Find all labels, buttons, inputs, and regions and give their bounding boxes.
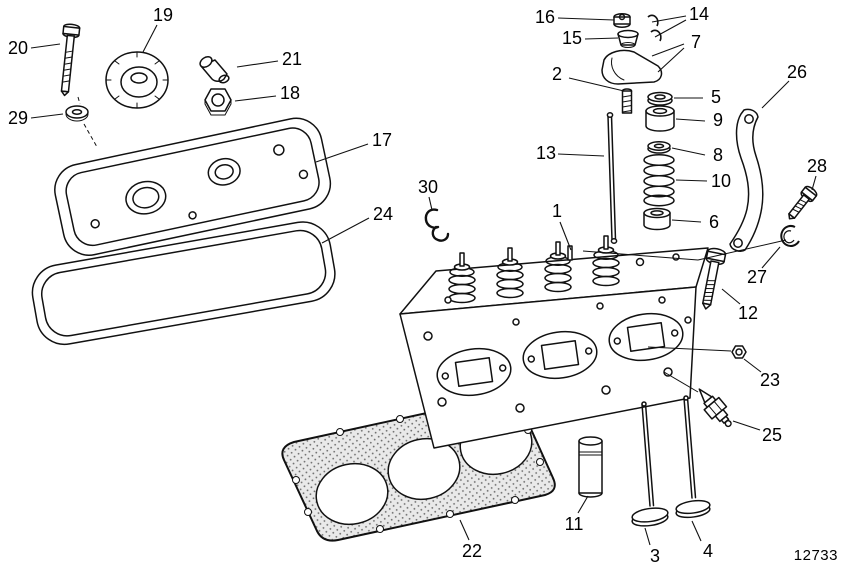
leader-line-24 bbox=[321, 217, 370, 244]
callout-label-29: 29 bbox=[8, 108, 28, 128]
leader-line-22 bbox=[459, 519, 470, 541]
callout-label-4: 4 bbox=[703, 541, 713, 561]
leader-line-26 bbox=[761, 80, 790, 109]
leader-line-1 bbox=[559, 221, 572, 251]
callout-label-25: 25 bbox=[762, 425, 782, 445]
callout-layer: 2029192118172430161514725981061312628271… bbox=[8, 4, 827, 566]
leader-line-20 bbox=[30, 43, 61, 49]
callout-label-12: 12 bbox=[738, 303, 758, 323]
leader-line-10 bbox=[675, 179, 708, 182]
clip-30 bbox=[424, 208, 450, 242]
leader-line-14 bbox=[651, 15, 687, 23]
bolt-20 bbox=[60, 23, 81, 97]
sensor-25 bbox=[698, 388, 732, 428]
callout-label-27: 27 bbox=[747, 267, 767, 287]
leader-line-6 bbox=[671, 219, 702, 223]
leader-line-2 bbox=[568, 77, 625, 92]
leader-line-13 bbox=[557, 153, 605, 157]
valve-spring-10 bbox=[643, 154, 675, 207]
oil-fill-cap-19 bbox=[105, 51, 169, 109]
callout-label-26: 26 bbox=[787, 62, 807, 82]
spring-seat-6 bbox=[643, 207, 671, 231]
elbow-fitting-21 bbox=[199, 56, 230, 84]
clip-27 bbox=[780, 224, 800, 247]
callout-label-24: 24 bbox=[373, 204, 393, 224]
callout-label-3: 3 bbox=[650, 546, 660, 566]
leader-line-4 bbox=[691, 520, 702, 542]
cylinder-head bbox=[399, 235, 709, 449]
leader-line-19 bbox=[142, 24, 158, 53]
callout-label-8: 8 bbox=[713, 145, 723, 165]
callout-label-23: 23 bbox=[760, 370, 780, 390]
leader-line-8 bbox=[671, 147, 706, 156]
leader-line-15 bbox=[584, 37, 619, 40]
leader-line-21 bbox=[236, 60, 279, 68]
callout-label-11: 11 bbox=[565, 514, 584, 534]
callout-label-7: 7 bbox=[691, 32, 701, 52]
callout-label-19: 19 bbox=[153, 5, 173, 25]
valve-cover bbox=[54, 117, 332, 256]
leader-line-30 bbox=[428, 196, 433, 211]
valve-3 bbox=[631, 401, 669, 527]
rocker-stud-2 bbox=[621, 88, 633, 114]
callout-label-15: 15 bbox=[562, 28, 582, 48]
leader-line-9 bbox=[675, 118, 706, 122]
rocker-arm-7 bbox=[601, 49, 663, 85]
callout-label-28: 28 bbox=[807, 156, 827, 176]
callout-label-10: 10 bbox=[711, 171, 731, 191]
bracket-26 bbox=[729, 108, 764, 252]
valve-keepers-14 bbox=[647, 14, 662, 42]
callout-label-20: 20 bbox=[8, 38, 28, 58]
callout-label-14: 14 bbox=[689, 4, 709, 24]
callout-label-30: 30 bbox=[418, 177, 438, 197]
leader-line-3 bbox=[644, 527, 651, 546]
callout-label-1: 1 bbox=[552, 201, 562, 221]
push-rod bbox=[606, 112, 618, 244]
callout-label-17: 17 bbox=[372, 130, 392, 150]
spring-cap-15 bbox=[617, 29, 639, 48]
valve-stem-nut-16 bbox=[613, 13, 631, 28]
figure-number: 12733 bbox=[793, 547, 838, 564]
leader-line-27 bbox=[761, 246, 781, 269]
callout-label-16: 16 bbox=[535, 7, 555, 27]
leader-line-17 bbox=[315, 143, 369, 163]
leader-line-25 bbox=[732, 420, 761, 431]
callout-label-22: 22 bbox=[462, 541, 482, 561]
callout-label-21: 21 bbox=[282, 49, 302, 69]
callout-label-5: 5 bbox=[711, 87, 721, 107]
leader-line-12 bbox=[721, 288, 741, 305]
callout-label-6: 6 bbox=[709, 212, 719, 232]
leader-line-11 bbox=[577, 495, 589, 514]
callout-label-13: 13 bbox=[536, 143, 556, 163]
leader-line-28 bbox=[811, 175, 817, 191]
nut-18 bbox=[204, 88, 232, 116]
leader-line-18 bbox=[234, 95, 277, 102]
spring-retainer-5 bbox=[647, 91, 673, 106]
leader-line-7 bbox=[651, 43, 685, 57]
washer-8 bbox=[647, 141, 671, 154]
leader-line-16 bbox=[557, 17, 615, 21]
bolt-28 bbox=[788, 185, 818, 220]
leader-line-23 bbox=[743, 358, 762, 373]
nut-23 bbox=[731, 345, 747, 359]
valve-rotator-9 bbox=[645, 105, 675, 132]
callout-label-9: 9 bbox=[713, 110, 723, 130]
leader-line-7 bbox=[657, 47, 685, 73]
grommet-29 bbox=[65, 105, 89, 122]
valve-lifter bbox=[578, 436, 603, 498]
callout-label-2: 2 bbox=[552, 64, 562, 84]
valve-4 bbox=[675, 395, 711, 519]
leader-line-29 bbox=[30, 113, 64, 119]
bolt-12 bbox=[702, 247, 727, 310]
callout-label-18: 18 bbox=[280, 83, 300, 103]
leader-line-14 bbox=[654, 19, 687, 38]
valve-cover-gasket bbox=[31, 221, 336, 346]
